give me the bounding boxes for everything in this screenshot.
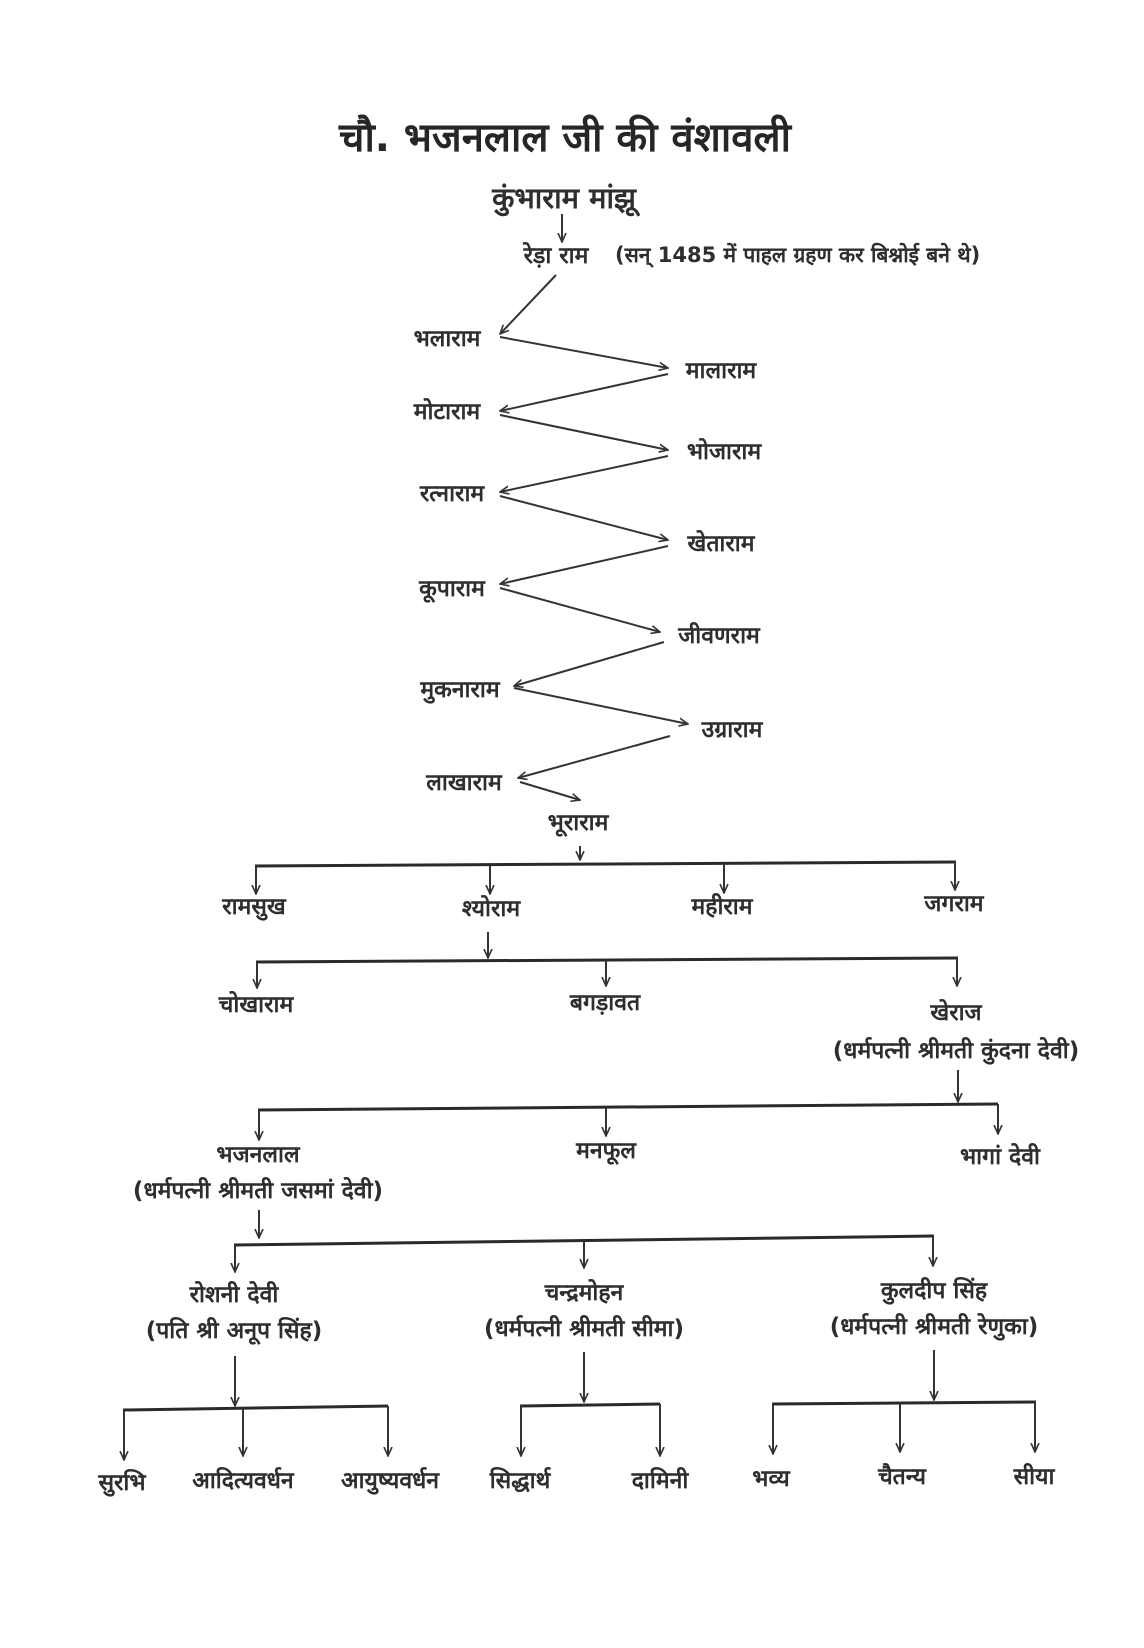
node-kumbharam: कुंभाराम मांझू bbox=[492, 181, 636, 215]
arrow-jivanram-to-mukanaram bbox=[514, 641, 665, 686]
node-bhuraram: भूराराम bbox=[547, 810, 609, 836]
bar-gen-kuldeep bbox=[771, 1400, 1037, 1406]
node-kuldeep-singh: कुलदीप सिंह bbox=[880, 1278, 988, 1304]
node-kheraj: खेराज bbox=[930, 1000, 982, 1026]
node-bhajanlal-spouse: (धर्मपत्नी श्रीमती जसमां देवी) bbox=[132, 1178, 384, 1204]
bar-gen-bhuraram bbox=[254, 860, 957, 868]
node-khetaram: खेताराम bbox=[687, 531, 755, 557]
node-ramsukh: रामसुख bbox=[222, 894, 286, 920]
node-kuparam: कूपाराम bbox=[419, 576, 485, 602]
bar-gen-bhajanlal bbox=[233, 1234, 935, 1247]
arrow-kuparam-to-jivanram bbox=[499, 587, 660, 632]
node-redaram-note: (सन् 1485 में पाहल ग्रहण कर बिश्नोई बने … bbox=[615, 243, 981, 267]
arrow-khetaram-to-kuparam bbox=[500, 545, 669, 584]
node-manphool: मनफूल bbox=[576, 1138, 636, 1164]
node-bhajanlal: भजनलाल bbox=[216, 1142, 300, 1168]
node-adityavardhan: आदित्यवर्धन bbox=[192, 1468, 294, 1494]
node-mukanaram: मुकनाराम bbox=[420, 677, 500, 703]
node-bhalaram: भलाराम bbox=[413, 326, 481, 352]
bar-gen-chandramohan bbox=[519, 1402, 661, 1408]
node-jagaram: जगराम bbox=[924, 891, 984, 917]
node-ayushyavardhan: आयुष्यवर्धन bbox=[340, 1468, 440, 1494]
node-motaram: मोटाराम bbox=[413, 399, 481, 425]
node-jivanram: जीवणराम bbox=[678, 623, 760, 649]
node-bagdawat: बगड़ावत bbox=[569, 990, 641, 1016]
node-bhagan-devi: भागां देवी bbox=[960, 1144, 1040, 1170]
bar-gen-kheraj bbox=[257, 1102, 999, 1112]
node-kheraj-spouse: (धर्मपत्नी श्रीमती कुंदना देवी) bbox=[832, 1038, 1080, 1064]
node-siya: सीया bbox=[1013, 1464, 1055, 1490]
node-damini: दामिनी bbox=[631, 1468, 689, 1494]
bar-gen-roshni bbox=[122, 1404, 389, 1412]
node-siddharth: सिद्धार्थ bbox=[489, 1468, 551, 1494]
node-malaram: मालाराम bbox=[685, 358, 757, 384]
arrow-motaram-to-bhojaram bbox=[499, 414, 668, 450]
node-roshni-devi-note: (पति श्री अनूप सिंह) bbox=[145, 1318, 323, 1344]
page-title: चौ. भजनलाल जी की वंशावली bbox=[339, 115, 791, 161]
arrow-bhalaram-to-malaram bbox=[499, 336, 668, 368]
node-surabhi: सुरभि bbox=[98, 1470, 146, 1496]
arrow-mukanaram-to-ugraram bbox=[513, 687, 688, 724]
node-chokharam: चोखाराम bbox=[218, 992, 294, 1018]
node-mahiram: महीराम bbox=[691, 894, 753, 920]
node-bhavya: भव्य bbox=[752, 1466, 790, 1492]
arrow-bhojaram-to-ratnaram bbox=[500, 455, 669, 492]
node-kuldeep-singh-note: (धर्मपत्नी श्रीमती रेणुका) bbox=[829, 1314, 1039, 1340]
node-bhojaram: भोजाराम bbox=[686, 439, 762, 465]
node-shyoram: श्योराम bbox=[461, 896, 521, 922]
node-chandramohan: चन्द्रमोहन bbox=[544, 1280, 624, 1306]
node-lakharam: लाखाराम bbox=[426, 770, 502, 796]
arrow-lakharam-to-bhuraram bbox=[519, 781, 580, 800]
node-ugraram: उग्राराम bbox=[701, 717, 763, 743]
arrow-redaram-to-bhalaram bbox=[500, 274, 557, 334]
node-chandramohan-note: (धर्मपत्नी श्रीमती सीमा) bbox=[483, 1316, 685, 1342]
arrow-ugraram-to-lakharam bbox=[518, 735, 671, 778]
node-redaram: रेड़ा राम bbox=[523, 243, 589, 269]
node-chaitanya: चैतन्य bbox=[878, 1464, 926, 1490]
arrow-ratnaram-to-khetaram bbox=[499, 495, 668, 540]
arrow-malaram-to-motaram bbox=[500, 373, 669, 411]
node-roshni-devi: रोशनी देवी bbox=[189, 1282, 279, 1308]
node-ratnaram: रत्नाराम bbox=[419, 481, 485, 507]
